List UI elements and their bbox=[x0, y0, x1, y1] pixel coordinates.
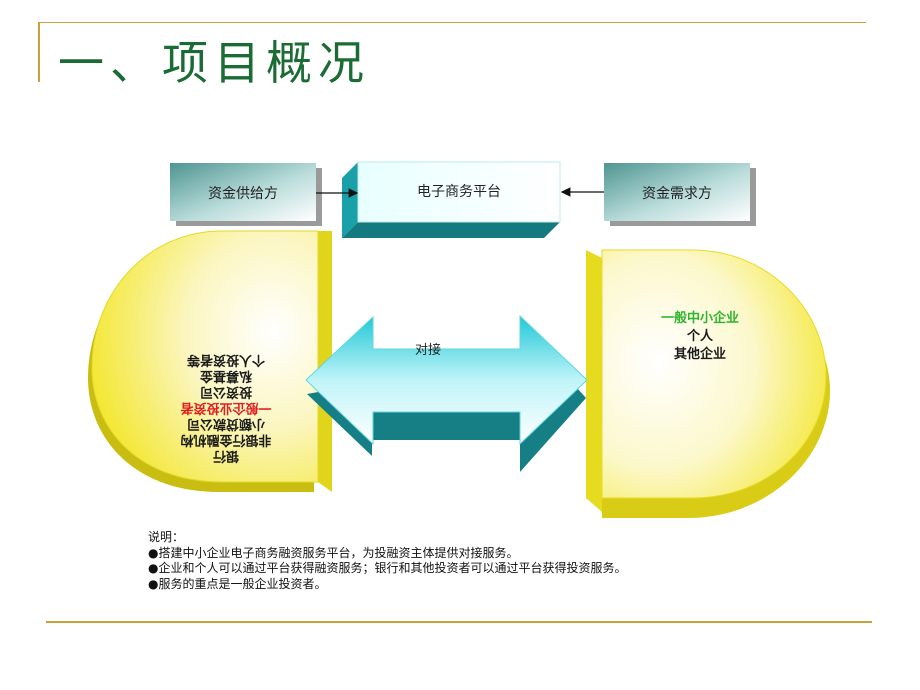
platform-label: 电子商务平台 bbox=[417, 184, 501, 200]
borrower-item: 其他企业 bbox=[674, 346, 726, 362]
investor-item: 银行 bbox=[213, 448, 239, 464]
left-rule bbox=[38, 22, 40, 82]
connect-double-arrow: 对接 bbox=[305, 314, 588, 472]
bottom-rule bbox=[46, 621, 872, 623]
page-title: 一、项目概况 bbox=[58, 36, 370, 90]
borrower-item: 一般中小企业 bbox=[661, 310, 739, 326]
platform-box: 电子商务平台 bbox=[342, 161, 561, 238]
note-item-2: ●企业和个人可以通过平台获得融资服务；银行和其他投资者可以通过平台获得投资服务。 bbox=[148, 561, 627, 575]
investor-item: 非银行金融机构 bbox=[180, 432, 271, 448]
borrower-item: 个人 bbox=[686, 328, 714, 344]
borrower-shape bbox=[586, 249, 830, 518]
note-item-3: ●服务的重点是一般企业投资者。 bbox=[148, 576, 327, 591]
notes-heading: 说明： bbox=[148, 530, 185, 544]
top-rule bbox=[38, 22, 866, 23]
investor-item: 一般企业投资者 bbox=[180, 400, 271, 416]
investor-item: 投资公司 bbox=[200, 384, 252, 400]
supply-label: 资金供给方 bbox=[208, 186, 278, 202]
demand-label: 资金需求方 bbox=[642, 186, 712, 202]
notes: 说明： ●搭建中小企业电子商务融资服务平台，为投融资主体提供对接服务。 ●企业和… bbox=[148, 530, 626, 592]
investor-shape bbox=[88, 230, 332, 492]
investor-item: 私募基金 bbox=[199, 368, 252, 384]
connect-label: 对接 bbox=[415, 342, 441, 358]
note-item-1: ●搭建中小企业电子商务融资服务平台，为投融资主体提供对接服务。 bbox=[148, 545, 519, 560]
supply-box: 资金供给方 bbox=[170, 163, 322, 226]
investor-item: 个人投资者等 bbox=[187, 352, 266, 368]
investor-item: 小额贷款公司 bbox=[187, 416, 265, 432]
demand-box: 资金需求方 bbox=[604, 163, 756, 226]
